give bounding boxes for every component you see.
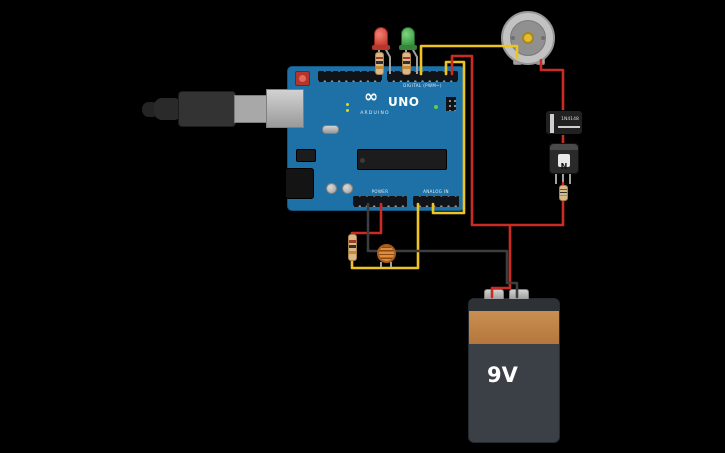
resistor-band (403, 66, 410, 69)
battery-label: 9V (487, 363, 518, 387)
resistor-band (349, 239, 356, 243)
usb-plug-body (178, 91, 236, 127)
usb-plug-metal (234, 95, 268, 123)
resistor-band (403, 56, 410, 60)
diode-cathode-band (550, 114, 554, 133)
resistor-band (403, 61, 410, 64)
voltage-regulator (296, 149, 316, 162)
resistor-band (349, 250, 356, 254)
dc-motor[interactable] (501, 11, 555, 65)
chip-notch (360, 158, 365, 163)
power-label: POWER (371, 189, 389, 194)
motor-power-wire[interactable] (539, 58, 565, 114)
motor-screw-right (541, 36, 545, 40)
resistor-band (349, 245, 356, 248)
usb-plug[interactable] (142, 89, 268, 129)
resistor-band (376, 66, 383, 69)
resistor-divider[interactable] (348, 234, 357, 261)
transistor-label-plate: N (558, 154, 570, 171)
resistor-band (560, 191, 567, 194)
icsp-header[interactable] (446, 97, 456, 111)
resistor-band (560, 188, 567, 191)
battery-9v[interactable]: 9V (468, 289, 560, 443)
diode-label-underline (558, 126, 580, 128)
on-led (434, 105, 438, 109)
crystal-oscillator (322, 125, 339, 134)
supply-wire[interactable] (450, 54, 565, 227)
transistor-metal-tab (550, 144, 578, 150)
reset-button-cap (299, 75, 306, 82)
arduino-uno-board[interactable]: DIGITAL (PWM~) ∞ UNO ARDUINO POWER ANALO… (266, 66, 465, 211)
diode-label: 1N4148 (561, 117, 579, 122)
arduino-brand-label: ARDUINO (360, 111, 390, 116)
photoresistor[interactable] (377, 244, 396, 263)
resistor-led-red[interactable] (375, 52, 384, 75)
capacitor-2 (342, 183, 353, 194)
resistor-led-green[interactable] (402, 52, 411, 75)
capacitor-1 (326, 183, 337, 194)
resistor-band (560, 194, 567, 197)
usb-cable-relief (154, 98, 182, 120)
power-header[interactable] (353, 196, 407, 207)
led-red-flange (372, 45, 390, 50)
resistor-band (376, 61, 383, 64)
digital-label: DIGITAL (PWM~) (403, 83, 442, 88)
rx-led (346, 109, 349, 112)
digital-header-left[interactable] (318, 71, 382, 82)
tx-led (346, 103, 349, 106)
npn-transistor[interactable]: N (549, 143, 579, 174)
motor-shaft (522, 32, 534, 44)
reset-button[interactable] (295, 71, 310, 86)
arduino-logo-icon: ∞ (364, 87, 379, 107)
transistor-label: N (560, 162, 568, 171)
led-green-flange (399, 45, 417, 50)
motor-screw-left (511, 36, 515, 40)
resistor-base[interactable] (559, 185, 568, 201)
battery-copper-band (469, 311, 559, 344)
analog-label: ANALOG IN (423, 189, 449, 194)
battery-top-cap (469, 299, 559, 311)
uno-label: UNO (388, 95, 420, 109)
power-jack (285, 168, 314, 199)
usb-socket (266, 89, 304, 128)
atmega-chip (357, 149, 447, 170)
digital-header-right[interactable] (387, 71, 458, 82)
battery-positive-wire[interactable] (490, 223, 512, 299)
resistor-band (376, 56, 383, 60)
diode[interactable]: 1N4148 (545, 110, 583, 135)
analog-header[interactable] (413, 196, 459, 207)
